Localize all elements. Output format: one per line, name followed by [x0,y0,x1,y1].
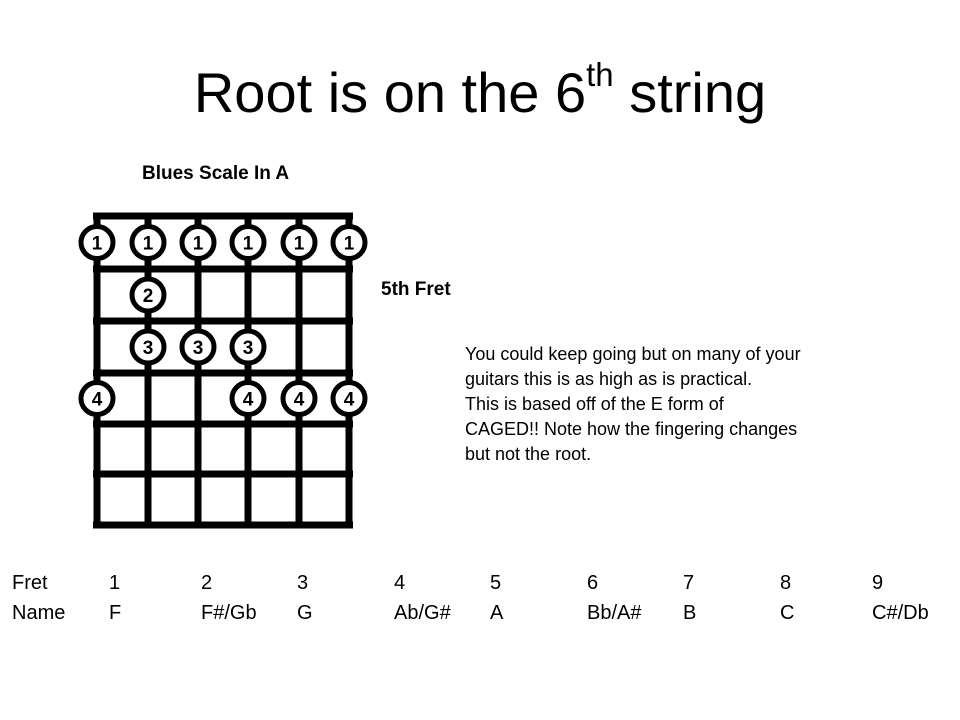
table-row-labels: Fret Name [12,568,65,628]
finger-number: 1 [243,234,254,255]
row-label-name: Name [12,602,66,624]
fret-number: 5 [490,572,502,594]
table-column: 4 Ab/G# [394,568,451,628]
slide-title-main: Root is on the 6 [193,61,587,124]
slide-title-superscript: th [586,56,614,93]
finger-number: 4 [243,390,254,411]
fret-number: 3 [297,572,309,594]
fret-number: 8 [780,572,792,594]
fret-number: 2 [201,572,213,594]
slide-title-tail: string [613,61,767,124]
note-name: C#/Db [872,602,929,624]
fret-number: 1 [109,572,121,594]
table-column: 6 Bb/A# [587,568,641,628]
finger-dot [179,328,217,366]
table-column: 9 C#/Db [872,568,929,628]
note-name: C [780,602,795,624]
note-name: F#/Gb [201,602,257,624]
finger-dot [229,328,267,366]
finger-dot [229,224,267,261]
note-name: B [683,602,697,624]
table-column: 1 F [109,568,121,628]
note-line: guitars this is as high as is practical. [465,369,753,389]
slide-title: Root is on the 6th string [0,58,960,128]
fret-number: 4 [394,572,406,594]
fretboard-diagram: 1 1 1 1 1 1 2 3 3 3 4 4 4 4 [78,212,368,529]
finger-number: 1 [193,234,204,255]
table-column: 8 C [780,568,794,628]
finger-number: 2 [143,286,154,307]
note-line: You could keep going but on many of your [465,344,801,364]
finger-dot [280,380,318,417]
table-column: 3 G [297,568,313,628]
finger-number: 1 [143,234,154,255]
explanation-note: You could keep going but on many of your… [465,342,925,467]
fret-number: 7 [683,572,695,594]
finger-dot [330,224,368,261]
fret-position-label: 5th Fret [381,279,451,300]
note-name: Bb/A# [587,602,642,624]
note-name: G [297,602,313,624]
row-label-fret: Fret [12,572,48,594]
note-line: This is based off of the E form of [465,394,724,414]
finger-number: 1 [92,234,103,255]
finger-number: 4 [92,390,103,411]
finger-dot [129,224,167,261]
finger-number: 3 [143,338,154,359]
fret-number: 9 [872,572,884,594]
finger-dot [129,276,167,314]
note-name: Ab/G# [394,602,451,624]
finger-dot [330,380,368,417]
finger-dot [78,224,116,261]
finger-number: 1 [294,234,305,255]
finger-number: 4 [294,390,305,411]
finger-number: 4 [344,390,355,411]
finger-dot [129,328,167,366]
note-name: F [109,602,122,624]
finger-number: 3 [193,338,204,359]
table-column: 2 F#/Gb [201,568,257,628]
chord-diagram-title: Blues Scale In A [142,163,290,184]
finger-number: 3 [243,338,254,359]
finger-dot [229,380,267,417]
finger-number: 1 [344,234,355,255]
finger-dot [179,224,217,261]
note-line: CAGED!! Note how the fingering changes [465,419,798,439]
note-name: A [490,602,504,624]
table-column: 7 B [683,568,696,628]
finger-dot [78,380,116,417]
note-line: but not the root. [465,444,592,464]
fret-number: 6 [587,572,599,594]
finger-dot [280,224,318,261]
table-column: 5 A [490,568,503,628]
